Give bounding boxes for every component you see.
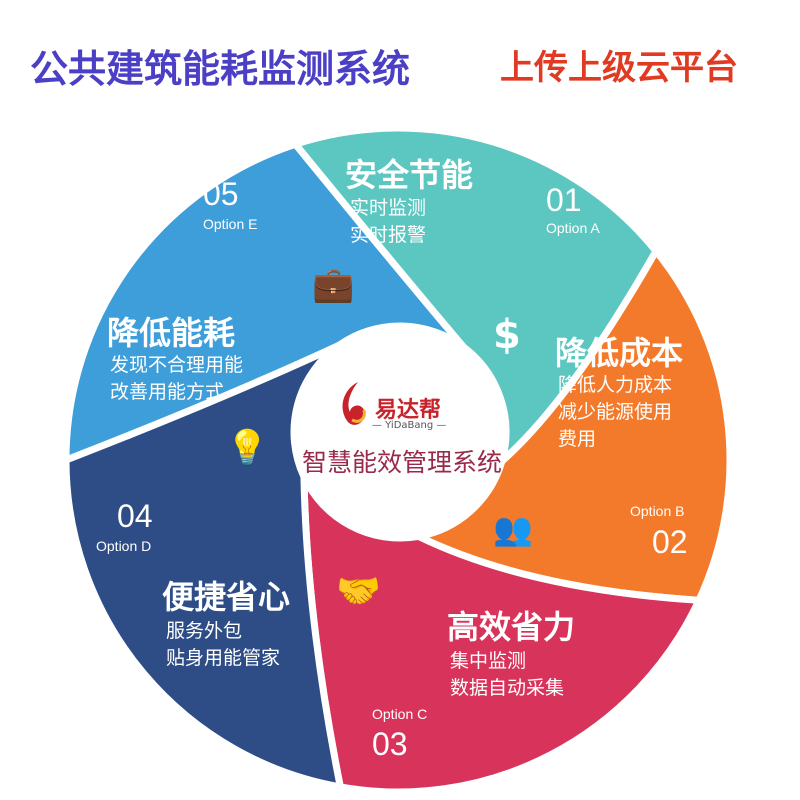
segment-4-line-2: 贴身用能管家 bbox=[166, 647, 281, 669]
dollar-icon: $ bbox=[493, 312, 521, 358]
brand-name: 易达帮 bbox=[375, 398, 442, 423]
segment-5-option: Option E bbox=[203, 216, 258, 232]
segment-1-line-1: 实时监测 bbox=[350, 197, 427, 219]
segment-1-option: Option A bbox=[546, 220, 600, 236]
segment-2-line-1: 降低人力成本 bbox=[558, 374, 673, 396]
segment-1-heading: 安全节能 bbox=[345, 156, 474, 194]
segment-3-line-1: 集中监测 bbox=[450, 650, 527, 672]
yidabang-logo-icon bbox=[336, 380, 370, 428]
center-circle bbox=[294, 326, 506, 538]
segment-1-number: 01 bbox=[546, 182, 582, 218]
segment-5-shape bbox=[62, 140, 467, 466]
segment-4-option: Option D bbox=[96, 538, 152, 554]
segment-4-heading: 便捷省心 bbox=[162, 578, 291, 616]
segment-5-number: 05 bbox=[203, 176, 239, 212]
segment-2-number: 02 bbox=[652, 524, 688, 560]
segment-5-line-2: 改善用能方式 bbox=[110, 381, 225, 403]
center-title: 智慧能效管理系统 bbox=[302, 448, 503, 477]
brand-name-en: — YiDaBang — bbox=[372, 420, 447, 431]
segment-3-option: Option C bbox=[372, 706, 428, 722]
briefcase-icon: 💼 bbox=[312, 265, 355, 305]
segment-1-line-2: 实时报警 bbox=[350, 224, 427, 246]
page-title: 公共建筑能耗监测系统 bbox=[30, 47, 411, 91]
segment-2-heading: 降低成本 bbox=[555, 334, 684, 372]
handshake-icon: 🤝 bbox=[336, 571, 381, 612]
people-icon: 👥 bbox=[493, 510, 533, 548]
segment-3-line-2: 数据自动采集 bbox=[450, 677, 565, 699]
segment-2-line-3: 费用 bbox=[558, 428, 597, 450]
segment-5-heading: 降低能耗 bbox=[107, 314, 236, 352]
segment-2-line-2: 减少能源使用 bbox=[558, 401, 673, 423]
segment-3-heading: 高效省力 bbox=[447, 608, 576, 646]
segment-2-option: Option B bbox=[630, 503, 685, 519]
segment-4-line-1: 服务外包 bbox=[166, 620, 243, 642]
segment-5-line-1: 发现不合理用能 bbox=[110, 354, 244, 376]
segment-3-number: 03 bbox=[372, 726, 408, 762]
lightbulb-icon: 💡 bbox=[226, 428, 269, 468]
upload-title: 上传上级云平台 bbox=[500, 48, 738, 88]
segment-4-number: 04 bbox=[117, 498, 153, 534]
